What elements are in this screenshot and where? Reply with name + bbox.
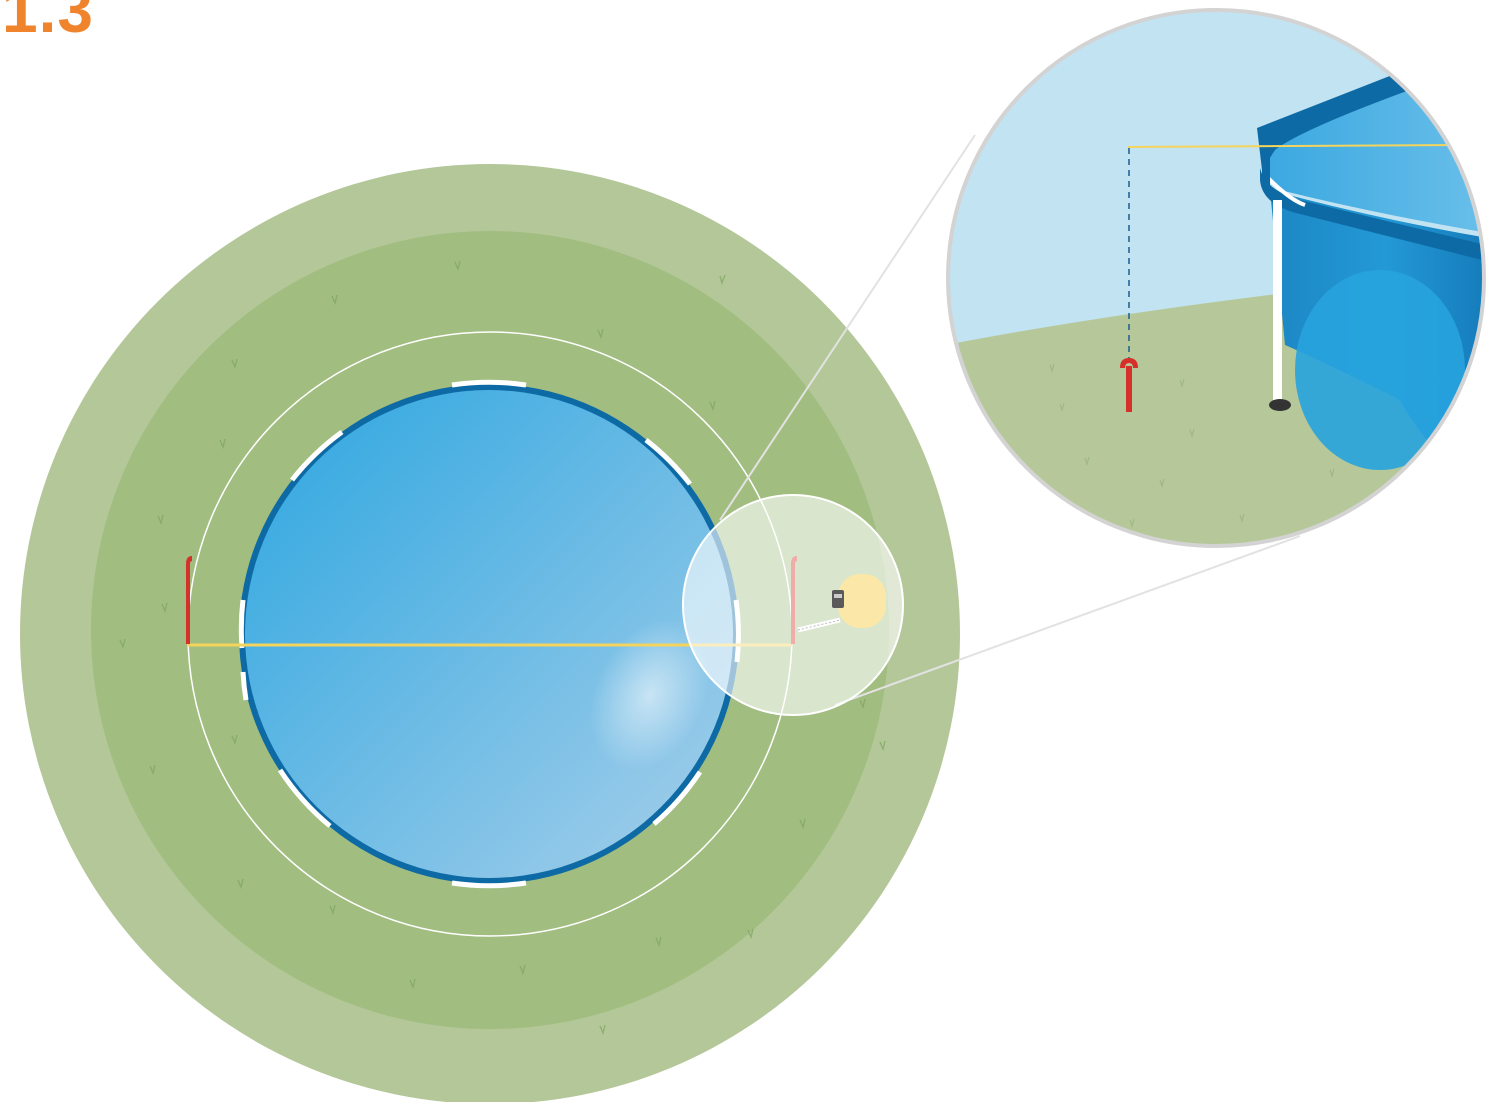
- zoom-ground-stake: [1120, 358, 1138, 412]
- tape-measure-icon: [797, 574, 886, 633]
- magnifier-lens: [682, 494, 904, 716]
- step-number: 1.3: [2, 0, 94, 46]
- zoom-detail-view: [946, 8, 1486, 548]
- ground-stake-icon: [1120, 358, 1138, 412]
- magnifier-connectors: [719, 134, 1301, 706]
- grass-tufts: [119, 260, 886, 1036]
- left-ground-stake: [186, 556, 192, 644]
- pool-top-view: [238, 379, 741, 889]
- pool-leg-foot-icon: [1269, 399, 1291, 411]
- zoom-circle-border: [946, 8, 1486, 548]
- zoom-measure-line: [1127, 144, 1461, 148]
- water-glare: [589, 618, 711, 772]
- pool-rim-lower: [1260, 168, 1484, 262]
- ground-stake-icon: [186, 556, 192, 644]
- rim-joints: [238, 379, 741, 889]
- pool-leg: [1269, 200, 1291, 411]
